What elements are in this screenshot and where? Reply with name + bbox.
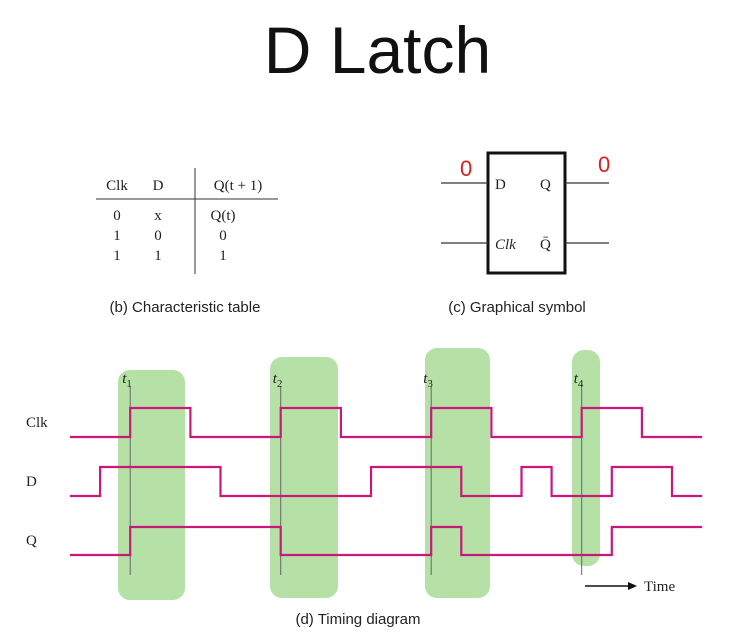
clk-pin-label: Clk	[495, 237, 516, 253]
table-cell: 0	[219, 228, 227, 244]
highlight-band	[572, 350, 600, 566]
waveform-q	[70, 525, 703, 557]
waveform-clk	[70, 406, 703, 439]
time-marker-label: t2	[273, 371, 283, 390]
timing-caption: (d) Timing diagram	[295, 611, 420, 628]
time-marker-label: t1	[122, 371, 132, 390]
highlight-marks	[118, 348, 600, 600]
table-caption: (b) Characteristic table	[110, 299, 261, 316]
table-header-q: Q(t + 1)	[214, 178, 262, 194]
highlight-band	[270, 357, 338, 598]
d-pin-label: D	[495, 177, 506, 193]
signal-label: D	[26, 474, 37, 490]
latch-box	[486, 151, 567, 275]
symbol-caption: (c) Graphical symbol	[448, 299, 586, 316]
table-cell: Q(t)	[211, 208, 236, 224]
table-cell: x	[154, 208, 162, 224]
table-header-d: D	[153, 178, 164, 194]
waveform-d	[70, 465, 703, 498]
slide-title: D Latch	[263, 13, 492, 87]
characteristic-table: Clk D Q(t + 1) 0 x Q(t) 1 0 0 1 1 1	[96, 168, 278, 274]
table-cell: 1	[154, 248, 162, 264]
highlight-band	[425, 348, 490, 598]
table-cell: 0	[113, 208, 121, 224]
latch-symbol: D Clk Q Q̄ 0 0	[441, 151, 610, 275]
table-cell: 0	[154, 228, 162, 244]
highlight-band	[118, 370, 185, 600]
signal-label: Clk	[26, 415, 48, 431]
q-pin-label: Q	[540, 177, 551, 193]
handwritten-q-annotation: 0	[598, 152, 610, 177]
table-header-clk: Clk	[106, 178, 128, 194]
time-marker-label: t3	[423, 371, 433, 390]
time-label: Time	[644, 579, 675, 595]
time-markers: t1 t2 t3 t4	[122, 371, 584, 575]
table-cell: 1	[113, 248, 121, 264]
table-cell: 1	[219, 248, 227, 264]
time-marker-label: t4	[574, 371, 584, 390]
qbar-pin-label: Q̄	[540, 237, 551, 253]
time-arrow-icon	[628, 582, 637, 590]
table-cell: 1	[113, 228, 121, 244]
waveforms	[70, 406, 703, 557]
handwritten-d-annotation: 0	[460, 156, 472, 181]
signal-label: Q	[26, 533, 37, 549]
